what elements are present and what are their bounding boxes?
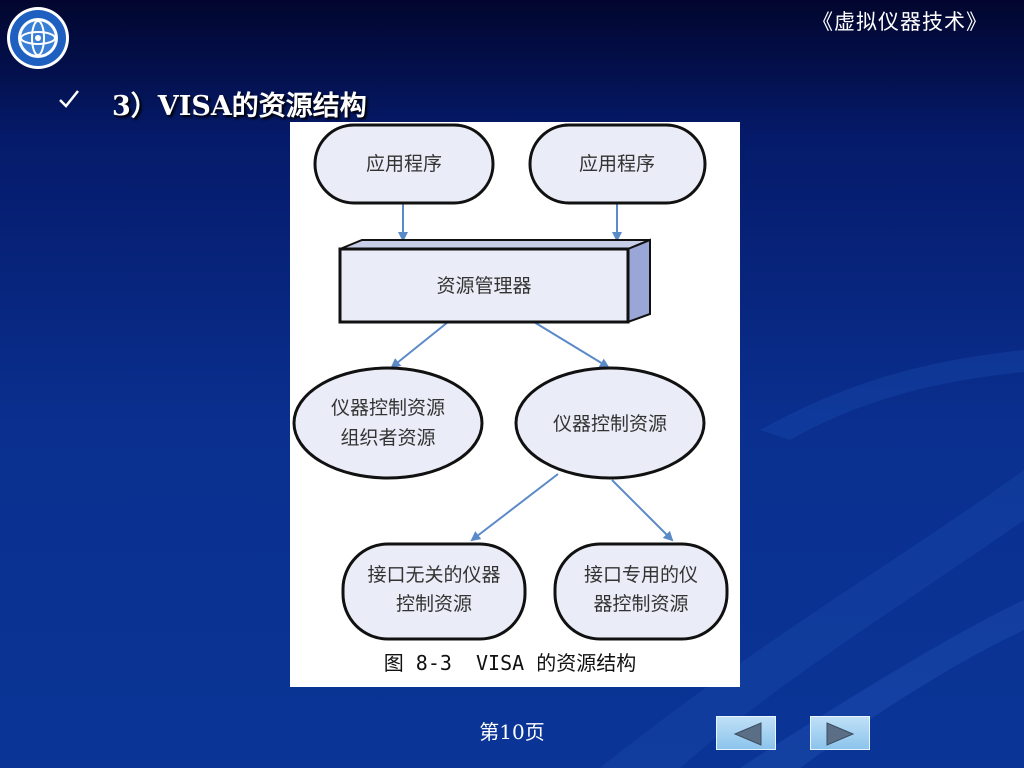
- node-organizer-resource-label-1: 仪器控制资源: [331, 397, 445, 419]
- node-interface-independent-label-2: 控制资源: [396, 593, 472, 615]
- arrow-control-to-independent: [470, 473, 559, 542]
- right-triangle-icon: [826, 722, 855, 746]
- node-interface-specific-label-1: 接口专用的仪: [584, 564, 698, 586]
- arrow-control-to-specific: [611, 479, 674, 542]
- node-application-1-label: 应用程序: [366, 153, 442, 175]
- page-number: 第10页: [479, 720, 545, 744]
- node-control-resource-label: 仪器控制资源: [553, 413, 667, 435]
- slide-heading: 3）VISA的资源结构: [112, 91, 367, 122]
- node-application-2: [528, 123, 707, 205]
- node-interface-independent: [341, 542, 527, 641]
- node-organizer-resource: [292, 366, 484, 480]
- course-title: 《虚拟仪器技术》: [812, 10, 988, 34]
- next-slide-button[interactable]: [810, 716, 870, 750]
- arrow-manager-to-organizer: [390, 321, 449, 369]
- node-interface-independent-label-1: 接口无关的仪器: [367, 564, 500, 586]
- visa-resource-diagram: 应用程序 应用程序 资源管理器 仪器控制资源 组织者资源 仪器控制资源 接口无关…: [290, 122, 740, 687]
- figure-caption: 图 8-3 VISA 的资源结构: [384, 651, 636, 675]
- node-application-2-label: 应用程序: [579, 153, 655, 175]
- university-seal-icon: [7, 7, 69, 69]
- node-resource-manager-side: [627, 238, 651, 324]
- node-interface-specific: [553, 542, 729, 641]
- checkmark-icon: [59, 90, 79, 108]
- node-interface-specific-label-2: 器控制资源: [593, 593, 688, 615]
- node-application-1: [313, 123, 495, 205]
- node-resource-manager: [338, 247, 630, 324]
- node-control-resource: [514, 366, 706, 480]
- diagram-canvas: 应用程序 应用程序 资源管理器 仪器控制资源 组织者资源 仪器控制资源 接口无关…: [292, 123, 729, 675]
- arrow-manager-to-control: [533, 321, 610, 369]
- left-triangle-icon: [733, 722, 762, 746]
- node-organizer-resource-label-2: 组织者资源: [340, 427, 435, 449]
- previous-slide-button[interactable]: [716, 716, 776, 750]
- node-resource-manager-label: 资源管理器: [436, 275, 531, 297]
